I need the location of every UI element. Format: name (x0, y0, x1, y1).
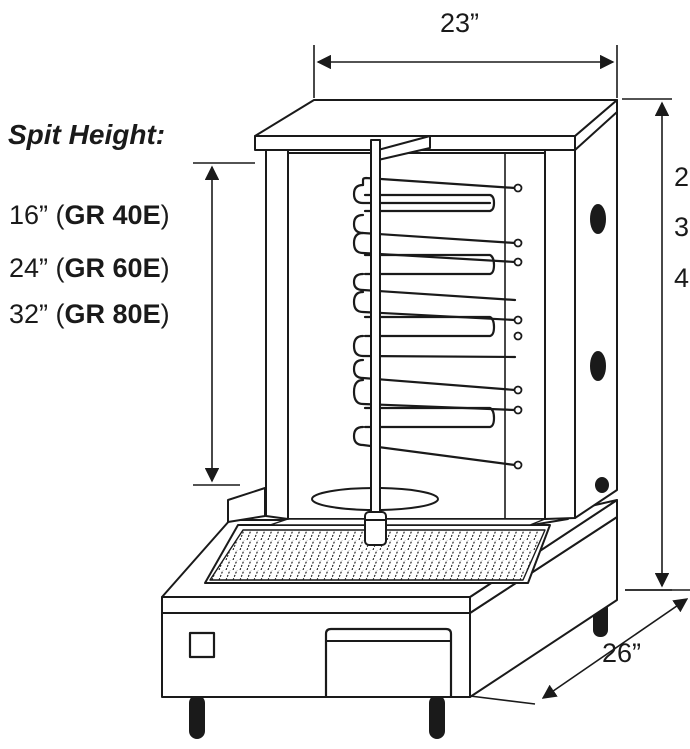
model-code: GR 80E (64, 299, 161, 329)
grease-pan (204, 524, 551, 584)
height-dimension (622, 98, 672, 591)
heating-elements (352, 176, 517, 467)
depth-dimension (469, 589, 690, 705)
width-dimension-label: 23” (440, 8, 480, 38)
control-knobs (590, 204, 609, 493)
spit-height-row-2: 24” (GR 60E) (9, 253, 170, 283)
spit-height-value: 24” (9, 253, 49, 283)
model-code: GR 40E (64, 200, 161, 230)
spit-height-row-1: 16” (GR 40E) (9, 200, 170, 230)
spit-height-dimension (193, 162, 255, 486)
model-code: GR 60E (64, 253, 161, 283)
spit-assembly (311, 135, 439, 546)
cabinet-tower (254, 99, 618, 526)
width-dimension (313, 45, 618, 98)
spit-height-row-3: 32” (GR 80E) (9, 299, 170, 329)
spit-height-title: Spit Height: (8, 119, 166, 150)
spit-height-value: 32” (9, 299, 49, 329)
spit-height-value: 16” (9, 200, 49, 230)
element-terminals (513, 183, 523, 470)
depth-dimension-label: 26” (602, 638, 642, 668)
